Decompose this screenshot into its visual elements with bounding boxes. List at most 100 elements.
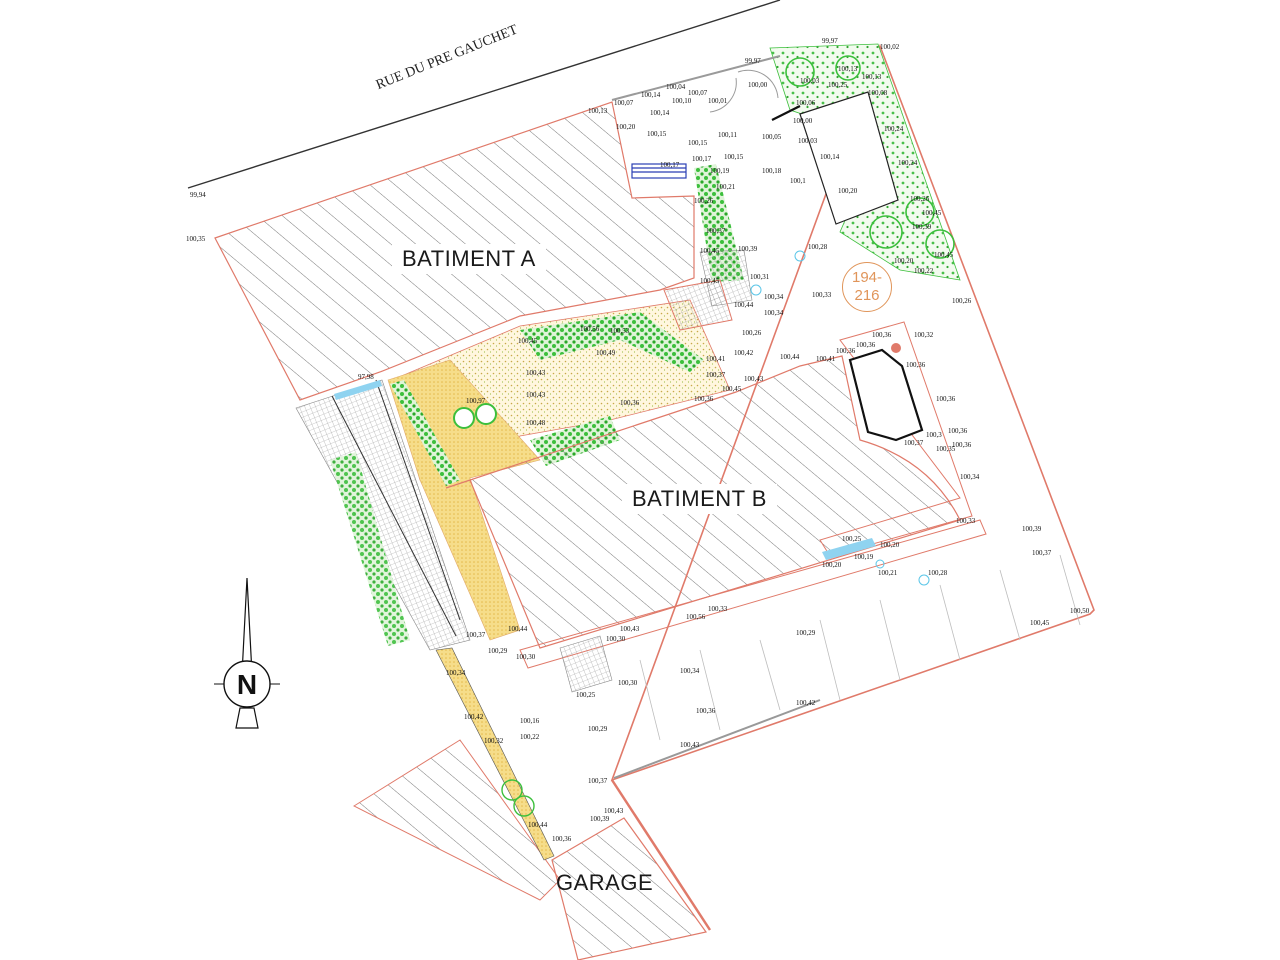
elevation-label: 100,33 xyxy=(956,517,976,525)
elevation-label: 100,36 xyxy=(906,361,926,369)
elevation-label: 100,45 xyxy=(1030,619,1050,627)
elevation-label: 100,14 xyxy=(650,109,670,117)
elevation-label: 100,53 xyxy=(610,327,630,335)
elevation-label: 100,15 xyxy=(688,139,708,147)
paved-square xyxy=(559,635,613,693)
elevation-label: 100,13 xyxy=(862,73,882,81)
elevation-label: 100,00 xyxy=(793,117,813,125)
elevation-label: 100,50 xyxy=(1070,607,1090,615)
elevation-label: 100,37 xyxy=(904,439,924,447)
elevation-label: 100,24 xyxy=(884,125,904,133)
elevation-label: 100,41 xyxy=(816,355,836,363)
elevation-label: 100,29 xyxy=(588,725,608,733)
elevation-label: 100,21 xyxy=(878,569,898,577)
elevation-label: 100,17 xyxy=(660,161,680,169)
elevation-label: 100,26 xyxy=(952,297,972,305)
elevation-label: 100,15 xyxy=(647,130,667,138)
elevation-label: 100,29 xyxy=(796,629,816,637)
elevation-label: 100,35 xyxy=(936,445,956,453)
elevation-label: 100,28 xyxy=(808,243,828,251)
elevation-label: 100,56 xyxy=(686,613,706,621)
elevation-label: 100,37 xyxy=(706,227,726,235)
elevation-label: 100,39 xyxy=(738,245,758,253)
elevation-label: 100,44 xyxy=(528,821,548,829)
elevation-label: 100,34 xyxy=(764,309,784,317)
elevation-label: 100,37 xyxy=(466,631,486,639)
elevation-label: 100,10 xyxy=(672,97,692,105)
building-a-label: BATIMENT A xyxy=(392,244,546,274)
elevation-label: 100,25 xyxy=(576,691,596,699)
elevation-label: 100,3 xyxy=(926,431,942,439)
elevation-label: 100,00 xyxy=(748,81,768,89)
door-arc xyxy=(737,69,779,99)
elevation-label: 100,20 xyxy=(838,187,858,195)
elevation-label: 100,26 xyxy=(694,197,714,205)
elevation-label: 100,39 xyxy=(912,223,932,231)
elevation-label: 100,44 xyxy=(734,301,754,309)
elevation-label: 100,13 xyxy=(588,107,608,115)
path-line xyxy=(375,379,461,621)
elevation-label: 100,14 xyxy=(641,91,661,99)
elevation-label: 100,04 xyxy=(666,83,686,91)
elevation-label: 100,36 xyxy=(836,347,856,355)
elevation-label: 100,29 xyxy=(488,647,508,655)
elevation-label: 100,36 xyxy=(856,341,876,349)
garage-footprint xyxy=(551,817,708,960)
elevation-label: 100,45 xyxy=(934,251,954,259)
elevation-label: 100,28 xyxy=(928,569,948,577)
elevation-label: 100,45 xyxy=(700,247,720,255)
elevation-label: 100,45 xyxy=(922,209,942,217)
parking-stall-lines xyxy=(639,554,1081,741)
elevation-label: 100,36 xyxy=(696,707,716,715)
elevation-label: 100,15 xyxy=(724,153,744,161)
elevation-label: 100,03 xyxy=(798,137,818,145)
elevation-label: 97,98 xyxy=(358,373,374,381)
parking-edge xyxy=(613,699,821,779)
elevation-label: 100,43 xyxy=(526,369,546,377)
elevation-label: 100,56 xyxy=(580,325,600,333)
elevation-label: 100,49 xyxy=(596,349,616,357)
elevation-label: 100,32 xyxy=(484,737,504,745)
elevation-label: 100,02 xyxy=(880,43,900,51)
elevation-label: 100,44 xyxy=(508,625,528,633)
yellow-path-strip xyxy=(435,647,555,861)
elevation-label: 100,41 xyxy=(706,355,726,363)
elevation-label: 100,16 xyxy=(520,717,540,725)
entry-gate xyxy=(771,105,801,121)
north-yard-boundary xyxy=(610,43,1095,782)
elevation-label: 100,45 xyxy=(518,337,538,345)
lawn-northeast xyxy=(799,91,899,225)
elevation-label: 100,36 xyxy=(872,331,892,339)
elevation-label: 99,94 xyxy=(190,191,206,199)
elevation-label: 100,19 xyxy=(710,167,730,175)
elevation-label: 100,01 xyxy=(708,97,728,105)
tree-icon xyxy=(453,403,497,429)
elevation-label: 99,97 xyxy=(745,57,761,65)
elevation-label: 100,36 xyxy=(948,427,968,435)
north-letter: N xyxy=(237,669,257,700)
orange-grid-zone xyxy=(663,279,733,331)
elevation-label: 100,33 xyxy=(708,605,728,613)
lot-number-line2: 216 xyxy=(854,287,880,304)
elevation-label: 100,1 xyxy=(790,177,806,185)
elevation-label: 100,44 xyxy=(780,353,800,361)
elevation-label: 100,34 xyxy=(960,473,980,481)
elevation-label: 100,36 xyxy=(620,399,640,407)
lot-number-line1: 194- xyxy=(851,269,883,286)
elevation-label: 100,22 xyxy=(520,733,540,741)
elevation-label: 100,24 xyxy=(898,159,918,167)
stairs-icon xyxy=(631,163,687,179)
elevation-label: 100,22 xyxy=(914,267,934,275)
elevation-label: 100,37 xyxy=(706,371,726,379)
elevation-label: 100,42 xyxy=(796,699,816,707)
elevation-label: 100,25 xyxy=(828,81,848,89)
elevation-label: 100,43 xyxy=(620,625,640,633)
survey-point-icon xyxy=(750,250,930,586)
entry-wall xyxy=(611,55,781,101)
elevation-label: 100,97 xyxy=(466,397,486,405)
water-strip xyxy=(822,538,876,560)
lot-number-marker: 194- 216 xyxy=(842,262,892,312)
elevation-label: 100,30 xyxy=(516,653,536,661)
elevation-label: 99,97 xyxy=(822,37,838,45)
elevation-label: 100,32 xyxy=(914,331,934,339)
